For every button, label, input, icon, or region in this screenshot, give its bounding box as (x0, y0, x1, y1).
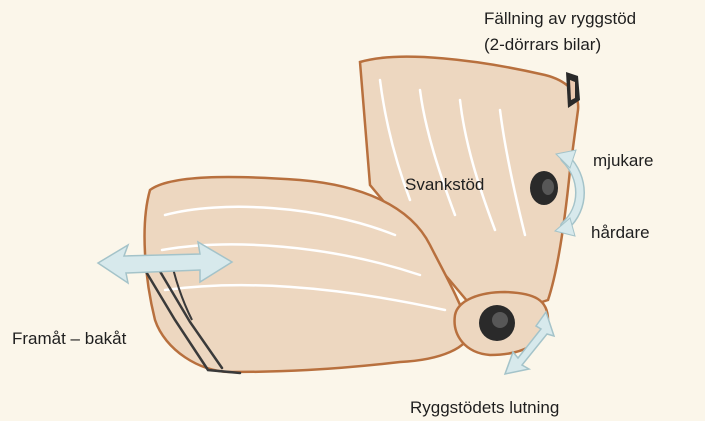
recline-knob-icon (479, 305, 515, 341)
harder-label: hårdare (591, 222, 650, 243)
fold-label-line1: Fällning av ryggstöd (484, 8, 636, 29)
fold-label-line2: (2-dörrars bilar) (484, 34, 601, 55)
recline-label: Ryggstödets lutning (410, 397, 559, 418)
softer-label: mjukare (593, 150, 653, 171)
fore-aft-label: Framåt – bakåt (12, 328, 126, 349)
lumbar-label: Svankstöd (405, 174, 484, 195)
lumbar-knob-icon (530, 171, 558, 205)
